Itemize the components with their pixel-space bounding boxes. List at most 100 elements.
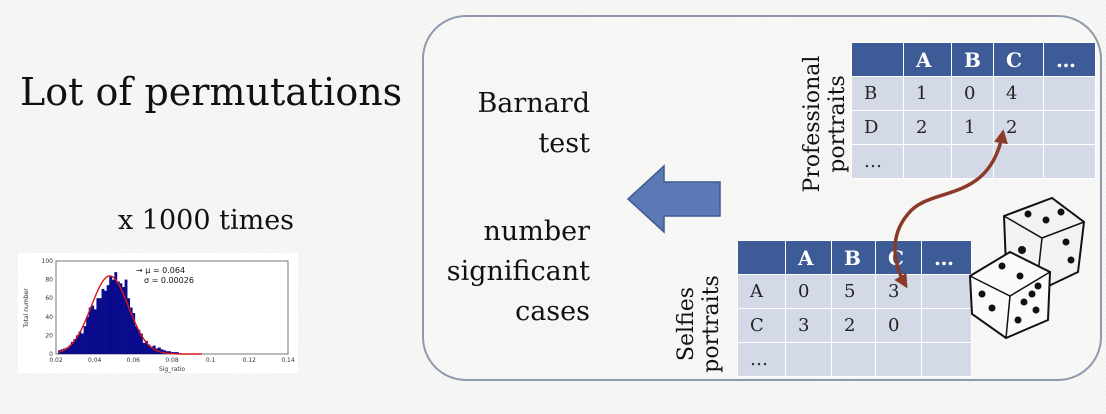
hist-bar — [116, 281, 120, 354]
table-header-cell: … — [921, 240, 972, 275]
hist-bar — [168, 351, 172, 354]
table-cell — [921, 308, 972, 343]
hist-bar — [106, 285, 110, 354]
hist-bar — [63, 348, 66, 354]
sig-line1: number — [483, 216, 590, 247]
professional-label-line1: Professional — [800, 55, 825, 193]
dice-icon — [968, 196, 1086, 340]
hist-bar — [81, 333, 84, 354]
hist-bar — [86, 316, 90, 354]
professional-portraits-label: Professional portraits — [800, 34, 852, 214]
barnard-line1: Barnard — [477, 88, 590, 119]
sig-line2: significant — [446, 256, 590, 287]
table-header-cell: C — [875, 240, 922, 275]
hist-bar — [88, 307, 92, 354]
table-cell: … — [851, 144, 904, 179]
table-cell: … — [737, 342, 786, 377]
hist-bar — [134, 326, 138, 354]
table-header-cell: A — [785, 240, 832, 275]
hist-x-tick: 0.04 — [88, 357, 102, 364]
hist-annotation-sigma: σ = 0.00026 — [144, 276, 194, 285]
hist-bar — [127, 298, 131, 354]
hist-bar — [98, 298, 102, 354]
hist-bar — [111, 279, 115, 354]
left-arrow-icon — [626, 164, 721, 234]
hist-y-label: Total number — [23, 288, 30, 329]
selfies-label-line2: portraits — [699, 275, 724, 373]
selfies-label-line1: Selfies — [674, 286, 699, 362]
hist-bar — [91, 305, 95, 354]
hist-annotation-mu: → μ = 0.064 — [136, 266, 185, 275]
professional-label-line2: portraits — [825, 75, 850, 173]
hist-x-tick: 0.08 — [165, 357, 179, 364]
hist-x-tick: 0.14 — [281, 357, 295, 364]
times-text: x 1000 times — [118, 205, 295, 236]
hist-y-tick: 0 — [49, 351, 53, 358]
table-cell: A — [737, 274, 786, 309]
table-cell — [903, 144, 952, 179]
hist-bar — [145, 340, 148, 354]
table-cell: B — [851, 76, 904, 111]
table-cell: 0 — [785, 274, 832, 309]
table-header-cell — [851, 42, 904, 77]
table-row: … — [737, 342, 972, 377]
table-cell — [951, 144, 994, 179]
hist-y-tick: 100 — [42, 258, 54, 265]
hist-bar — [73, 339, 77, 354]
hist-bar — [142, 342, 146, 354]
hist-bar — [70, 341, 74, 354]
table-cell — [875, 342, 922, 377]
table-header-cell: B — [831, 240, 876, 275]
hist-bar — [129, 307, 133, 354]
table-header-cell: A — [903, 42, 952, 77]
hist-bar — [83, 326, 87, 354]
table-cell — [1043, 110, 1096, 145]
hist-bar — [157, 347, 161, 354]
hist-bar — [78, 331, 82, 354]
table-cell — [1043, 144, 1096, 179]
hist-bar — [93, 309, 97, 354]
hist-bar — [75, 335, 79, 354]
table-cell: D — [851, 110, 904, 145]
table-cell: 2 — [993, 110, 1044, 145]
significant-cases-label: number significant cases — [424, 212, 590, 332]
selfies-portraits-label: Selfies portraits — [674, 234, 726, 414]
table-cell: 0 — [875, 308, 922, 343]
table-cell: 1 — [903, 76, 952, 111]
hist-x-label: Sig_ratio — [159, 366, 185, 373]
hist-bar — [68, 345, 72, 354]
table-cell: C — [737, 308, 786, 343]
table-cell: 0 — [951, 76, 994, 111]
table-cell — [993, 144, 1044, 179]
table-header-cell: B — [951, 42, 994, 77]
hist-bar — [109, 275, 113, 354]
barnard-line2: test — [538, 128, 590, 159]
hist-x-tick: 0.1 — [206, 357, 216, 364]
table-cell — [785, 342, 832, 377]
hist-bar — [124, 279, 128, 354]
hist-x-tick: 0.02 — [49, 357, 63, 364]
table-header-cell — [737, 240, 786, 275]
hist-bar — [173, 352, 177, 354]
hist-bar — [119, 283, 123, 354]
table-cell — [921, 274, 972, 309]
hist-y-tick: 60 — [45, 295, 53, 302]
hist-bar — [175, 352, 179, 354]
table-cell: 1 — [951, 110, 994, 145]
hist-y-tick: 20 — [45, 332, 53, 339]
hist-bar — [122, 287, 125, 354]
hist-y-tick: 40 — [45, 314, 53, 321]
hist-x-tick: 0.06 — [127, 357, 141, 364]
hist-y-tick: 80 — [45, 277, 53, 284]
table-cell: 2 — [903, 110, 952, 145]
sig-line3: cases — [515, 296, 590, 327]
hist-bar — [137, 329, 141, 354]
table-cell: 2 — [831, 308, 876, 343]
